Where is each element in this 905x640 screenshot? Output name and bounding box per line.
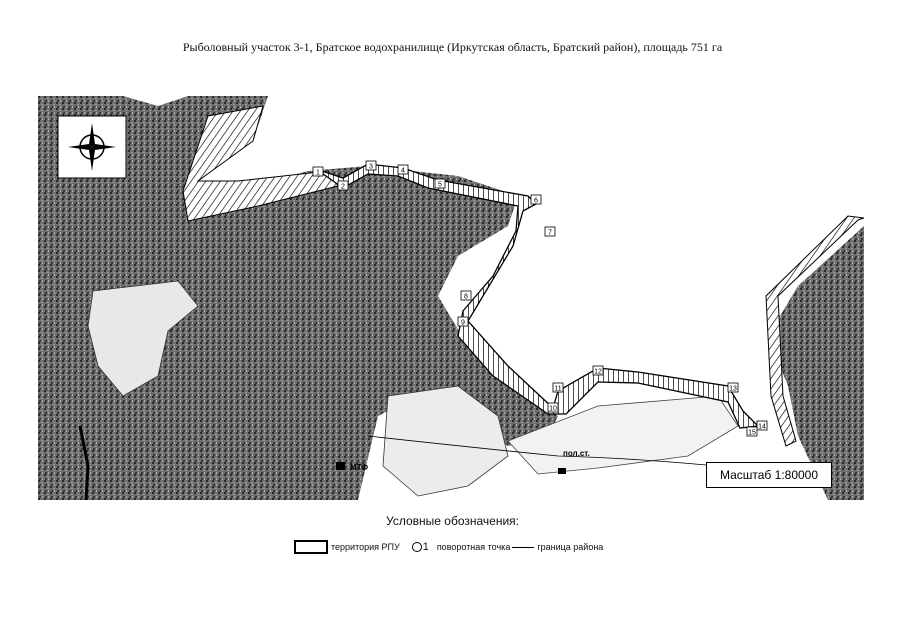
turning-point-marker: [457, 316, 469, 327]
legend-point-number: 1: [422, 541, 429, 553]
turning-point-marker: [544, 226, 556, 237]
land-east: [768, 226, 864, 500]
hatched-strip-east: [765, 215, 864, 447]
turning-point-marker: [756, 420, 768, 431]
turning-point-label: 6: [534, 198, 538, 205]
turning-point-marker: [434, 178, 446, 189]
turning-point-label: 12: [594, 369, 602, 376]
road: [367, 435, 739, 469]
turning-point-label: 15: [748, 430, 756, 437]
turning-point-label: 1: [316, 170, 320, 177]
turning-point-label: 14: [758, 424, 766, 431]
turning-point-marker: [547, 402, 559, 413]
legend-border-line-icon: [512, 546, 535, 548]
clearing-west: [87, 280, 199, 397]
turning-point-marker: [530, 194, 542, 205]
turning-point-marker: [337, 180, 349, 191]
turning-point-marker: [746, 426, 758, 437]
compass-rose-icon: [57, 115, 127, 179]
district-border-line: [78, 425, 90, 500]
legend: территория РПУ 1 поворотная точка границ…: [294, 538, 603, 556]
legend-turning-point-label: поворотная точка: [436, 542, 511, 552]
turning-point-label: 3: [369, 164, 373, 171]
clearing-south: [382, 385, 509, 497]
turning-point-marker: [592, 365, 604, 376]
turning-point-label: 4: [401, 168, 405, 175]
label-mtf: МТФ: [350, 463, 368, 472]
legend-territory-swatch: [294, 540, 328, 554]
legend-territory-label: территория РПУ: [331, 542, 400, 552]
legend-point-symbol-icon: [411, 542, 422, 552]
turning-point-marker: [460, 290, 472, 301]
turning-point-label: 13: [729, 386, 737, 393]
turning-point-label: 2: [341, 184, 345, 191]
turning-point-label: 10: [549, 406, 557, 413]
map-title: Рыболовный участок 3-1, Братское водохра…: [182, 40, 723, 54]
clearing-shore: [507, 395, 739, 475]
scale-box: Масштаб 1:80000: [706, 462, 832, 488]
turning-point-label: 8: [464, 294, 468, 301]
turning-point-label: 5: [438, 182, 442, 189]
farm-building-icon: [336, 462, 345, 470]
turning-point-marker: [365, 160, 377, 171]
label-pol-st: пол.ст.: [563, 449, 590, 458]
hatched-bay-northwest: [182, 105, 339, 222]
turning-point-label: 7: [548, 230, 552, 237]
turning-point-marker: [397, 164, 409, 175]
turning-point-marker: [552, 382, 564, 393]
legend-title: Условные обозначения:: [386, 514, 519, 528]
turning-point-marker: [312, 166, 324, 177]
legend-border-label: граница района: [537, 542, 604, 552]
turning-point-label: 11: [554, 386, 561, 393]
turning-point-marker: [727, 382, 739, 393]
field-camp-icon: [558, 468, 566, 474]
turning-point-label: 9: [461, 320, 465, 327]
